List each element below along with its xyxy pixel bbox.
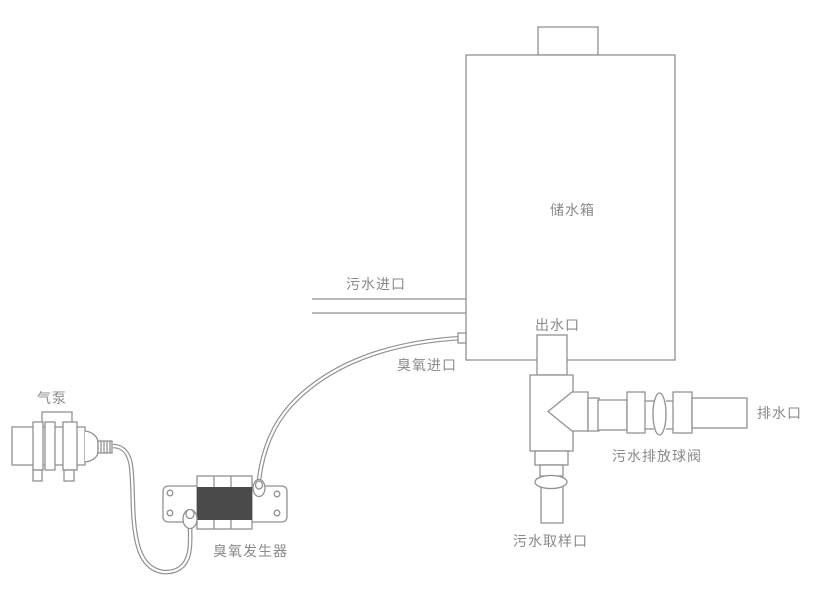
label-air-pump: 气泵 (37, 390, 67, 406)
mount-hole (273, 490, 281, 498)
pipe-flange (672, 391, 693, 434)
generator-outlet-nipple (254, 480, 264, 490)
line-art (11, 26, 748, 575)
pump-hose (112, 443, 193, 575)
valve-arrow-port (546, 391, 589, 432)
mount-hole (166, 509, 174, 517)
label-water-tank: 储水箱 (550, 202, 595, 218)
label-water-outlet: 出水口 (535, 317, 580, 333)
label-ozone-inlet: 臭氧进口 (397, 357, 457, 373)
generator-inlet-nipple (185, 508, 195, 520)
ozone-generator (162, 475, 288, 530)
drain-pipe (691, 397, 748, 429)
tank-body (465, 54, 676, 361)
air-pump (11, 411, 113, 482)
sewage-inlet-pipe (312, 298, 466, 314)
sampling-stub (539, 464, 564, 477)
label-sewage-inlet: 污水进口 (346, 276, 406, 292)
drain-valve-assembly (529, 334, 748, 524)
label-ozone-generator: 臭氧发生器 (213, 543, 288, 559)
pump-band (62, 421, 78, 471)
tank-cap (537, 26, 599, 56)
ozone-tube (256, 332, 467, 481)
pump-nozzle-cone (84, 430, 99, 463)
pump-foot (32, 469, 43, 482)
label-drain-outlet: 排水口 (757, 405, 802, 421)
pipe-connector (587, 397, 600, 432)
pump-band (44, 421, 56, 471)
sampling-pipe (540, 485, 564, 524)
mount-hole (273, 509, 281, 517)
generator-core (197, 487, 252, 520)
tank-outlet-stub (536, 334, 568, 376)
mount-hole (166, 489, 174, 497)
water-tank-outline (465, 26, 676, 361)
pipe-flange (626, 391, 646, 434)
valve-bottom-collar (534, 450, 569, 466)
sampling-ring (534, 474, 568, 490)
pump-foot (63, 469, 75, 482)
pump-band (32, 421, 44, 471)
pipe-segment (597, 399, 628, 431)
pipe-union-ring (652, 392, 667, 436)
label-sampling-port: 污水取样口 (513, 533, 588, 549)
label-drain-ball-valve: 污水排放球阀 (612, 448, 702, 464)
ozone-inlet-stub (457, 332, 467, 344)
